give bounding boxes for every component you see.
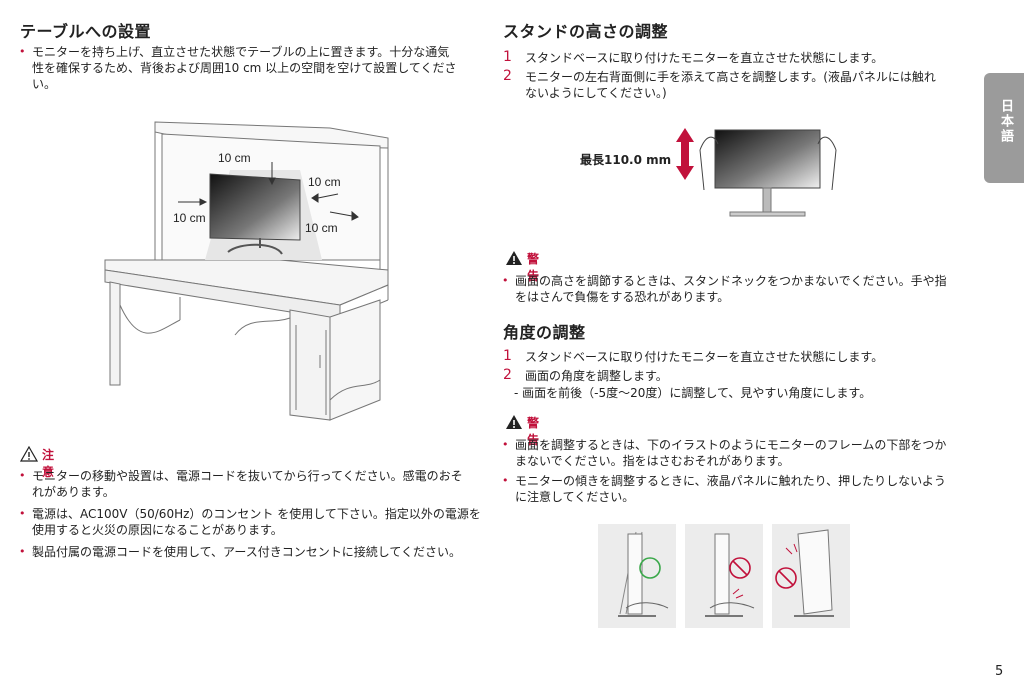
ok-circle-icon bbox=[639, 557, 661, 579]
warning-triangle-icon bbox=[506, 415, 522, 429]
up-down-arrow-icon bbox=[676, 128, 694, 180]
section-title-height: スタンドの高さの調整 bbox=[503, 22, 669, 41]
desk-illustration: 10 cm 10 cm 10 cm 10 cm bbox=[104, 121, 389, 421]
warning2-item: • 画面を調整するときは、下のイラストのようにモニターのフレームの下部をつか ま… bbox=[502, 437, 970, 469]
angle-step: 1 スタンドベースに取り付けたモニターを直立させた状態にします。 bbox=[503, 348, 970, 365]
prohibited-icon bbox=[775, 567, 797, 589]
max-height-label: 最長110.0 mm bbox=[580, 153, 672, 167]
height-adjust-illustration bbox=[676, 128, 837, 217]
warning-line: まないでください。指をはさむおそれがあります。 bbox=[515, 454, 790, 468]
step-number: 2 bbox=[503, 367, 512, 383]
caution-item: • モニターの移動や設置は、電源コードを抜いてから行ってください。感電のおそ れ… bbox=[19, 468, 482, 500]
tilt-correct-panel bbox=[598, 524, 676, 628]
caution-line: 使用すると火災の原因になることがあります。 bbox=[32, 523, 283, 537]
tilt-wrong-panel-2 bbox=[772, 524, 850, 628]
tilt-wrong-panel-1 bbox=[685, 524, 763, 628]
caution-line: 製品付属の電源コードを使用して、アース付きコンセントに接続してください。 bbox=[32, 545, 462, 559]
intro-bullet: • モニターを持ち上げ、直立させた状態でテーブルの上に置きます。十分な通気 性を… bbox=[19, 44, 482, 92]
bullet-dot: • bbox=[502, 274, 509, 287]
caution-line: れがあります。 bbox=[32, 485, 115, 499]
caution-item: • 電源は、AC100V（50/60Hz）のコンセント を使用して下さい。指定以… bbox=[19, 506, 482, 538]
warning2-title: 警告 bbox=[527, 416, 540, 447]
section-title-angle: 角度の調整 bbox=[503, 323, 586, 342]
prohibited-icon bbox=[729, 557, 751, 579]
language-tab[interactable]: 日本語 bbox=[984, 73, 1024, 183]
warning-line: をはさんで負傷をする恐れがあります。 bbox=[515, 290, 730, 304]
bullet-dot: • bbox=[502, 474, 509, 487]
caution-item: • 製品付属の電源コードを使用して、アース付きコンセントに接続してください。 bbox=[19, 544, 482, 560]
step-number: 2 bbox=[503, 68, 512, 84]
step-line: スタンドベースに取り付けたモニターを直立させた状態にします。 bbox=[525, 350, 884, 364]
caution-line: モニターの移動や設置は、電源コードを抜いてから行ってください。感電のおそ bbox=[32, 469, 463, 483]
warning-line: モニターの傾きを調整するときに、液晶パネルに触れたり、押したりしないよう bbox=[515, 474, 946, 488]
caution-title: 注意 bbox=[42, 448, 55, 479]
bullet-dot: • bbox=[19, 545, 26, 558]
height-step: 1 スタンドベースに取り付けたモニターを直立させた状態にします。 bbox=[503, 49, 970, 66]
bullet-dot: • bbox=[19, 469, 26, 482]
language-tab-label: 日本語 bbox=[998, 99, 1013, 144]
clearance-label-right-bottom: 10 cm bbox=[305, 221, 338, 235]
warning-line: 画面を調整するときは、下のイラストのようにモニターのフレームの下部をつか bbox=[515, 438, 947, 452]
clearance-label-right-top: 10 cm bbox=[308, 175, 341, 189]
step-line: 画面の角度を調整します。 bbox=[525, 369, 668, 383]
intro-line: モニターを持ち上げ、直立させた状態でテーブルの上に置きます。十分な通気 bbox=[32, 45, 450, 59]
angle-sub-note: - 画面を前後（-5度～20度）に調整して、見やすい角度にします。 bbox=[514, 386, 872, 400]
bullet-dot: • bbox=[502, 438, 509, 451]
clearance-label-left: 10 cm bbox=[173, 211, 206, 225]
warning1-item: • 画面の高さを調節するときは、スタンドネックをつかまないでください。手や指 を… bbox=[502, 273, 970, 305]
page-number: 5 bbox=[995, 664, 1004, 679]
warning-line: に注意してください。 bbox=[515, 490, 635, 504]
bullet-dot: • bbox=[19, 507, 26, 520]
warning2-item: • モニターの傾きを調整するときに、液晶パネルに触れたり、押したりしないよう に… bbox=[502, 473, 970, 505]
height-step: 2 モニターの左右背面側に手を添えて高さを調整します。(液晶パネルには触れ ない… bbox=[503, 68, 970, 101]
step-line: モニターの左右背面側に手を添えて高さを調整します。(液晶パネルには触れ bbox=[525, 70, 936, 84]
angle-step: 2 画面の角度を調整します。 bbox=[503, 367, 970, 384]
warning-triangle-icon bbox=[506, 251, 522, 265]
intro-line: 性を確保するため、背後および周囲10 cm 以上の空間を空けて設置してくださ bbox=[32, 61, 457, 75]
warning1-title: 警告 bbox=[527, 252, 540, 283]
tilt-illustrations bbox=[598, 524, 850, 628]
step-line: スタンドベースに取り付けたモニターを直立させた状態にします。 bbox=[525, 51, 884, 65]
clearance-label-top: 10 cm bbox=[218, 151, 251, 165]
section-title-table-install: テーブルへの設置 bbox=[20, 22, 152, 41]
bullet-dot: • bbox=[19, 45, 26, 58]
caution-line: 電源は、AC100V（50/60Hz）のコンセント を使用して下さい。指定以外の… bbox=[32, 507, 481, 521]
step-number: 1 bbox=[503, 348, 512, 364]
warning-line: 画面の高さを調節するときは、スタンドネックをつかまないでください。手や指 bbox=[515, 274, 947, 288]
step-line: ないようにしてください。) bbox=[525, 86, 667, 100]
step-number: 1 bbox=[503, 49, 512, 65]
caution-triangle-icon bbox=[20, 446, 38, 462]
intro-line: い。 bbox=[32, 77, 57, 91]
